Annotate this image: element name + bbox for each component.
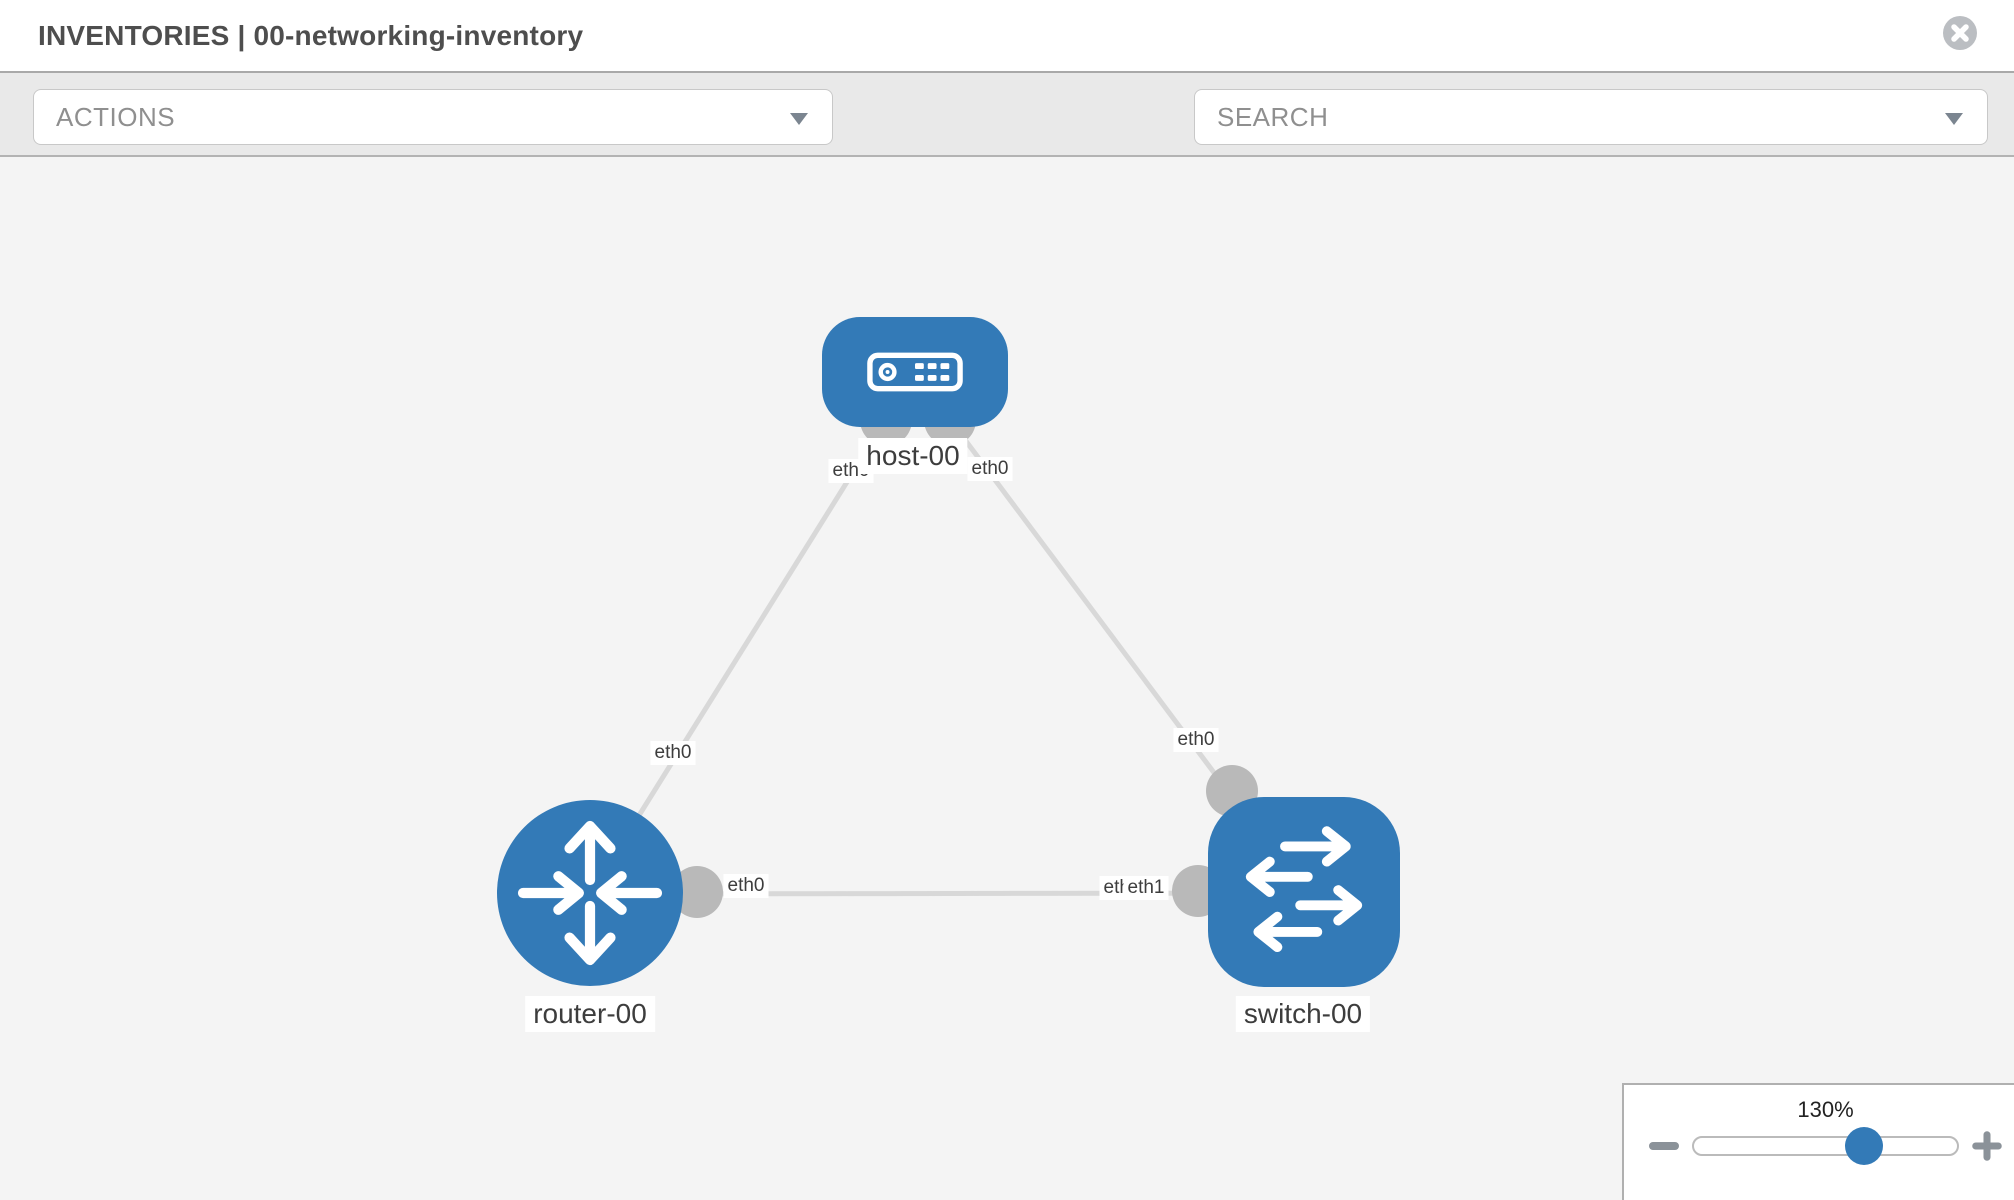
zoom-out-button[interactable] bbox=[1649, 1142, 1679, 1150]
actions-dropdown[interactable]: ACTIONS bbox=[33, 89, 833, 145]
zoom-level-value: 130% bbox=[1797, 1097, 1854, 1122]
search-dropdown[interactable]: SEARCH bbox=[1194, 89, 1988, 145]
interface-label: eth0 bbox=[650, 741, 696, 765]
links-layer bbox=[587, 371, 1307, 918]
close-icon bbox=[1943, 16, 1977, 50]
interface-label: eth0 bbox=[967, 457, 1013, 481]
interface-label: eth1 bbox=[1123, 876, 1169, 900]
node-label-router: router-00 bbox=[525, 996, 655, 1032]
plus-icon bbox=[1972, 1131, 2002, 1161]
host-icon bbox=[867, 352, 963, 392]
zoom-slider-track[interactable] bbox=[1692, 1136, 1959, 1156]
router-icon bbox=[517, 820, 663, 966]
topology-canvas[interactable]: eth0 eth0 eth0 eth0 eth0 eth1 eth0 host-… bbox=[0, 157, 2014, 1200]
switch-icon bbox=[1245, 826, 1363, 953]
zoom-in-button[interactable] bbox=[1972, 1131, 2002, 1161]
zoom-control-panel: 130% bbox=[1622, 1083, 2014, 1200]
toolbar: ACTIONS SEARCH bbox=[0, 71, 2014, 207]
interface-label: eth0 bbox=[723, 874, 769, 898]
chevron-down-icon bbox=[790, 113, 808, 125]
interface-dot bbox=[671, 866, 723, 918]
header: INVENTORIES | 00-networking-inventory bbox=[0, 0, 2014, 71]
chevron-down-icon bbox=[1945, 113, 1963, 125]
interface-label: eth0 bbox=[1173, 728, 1219, 752]
close-button[interactable] bbox=[1942, 15, 1978, 51]
node-host-00[interactable] bbox=[822, 317, 1008, 427]
zoom-slider-thumb[interactable] bbox=[1845, 1127, 1883, 1165]
node-label-switch: switch-00 bbox=[1235, 996, 1371, 1032]
page-title: INVENTORIES | 00-networking-inventory bbox=[38, 20, 584, 51]
actions-dropdown-label: ACTIONS bbox=[56, 102, 176, 132]
search-placeholder: SEARCH bbox=[1217, 102, 1329, 132]
node-switch-00[interactable] bbox=[1208, 797, 1400, 987]
node-label-host: host-00 bbox=[858, 438, 968, 474]
node-router-00[interactable] bbox=[497, 800, 683, 986]
